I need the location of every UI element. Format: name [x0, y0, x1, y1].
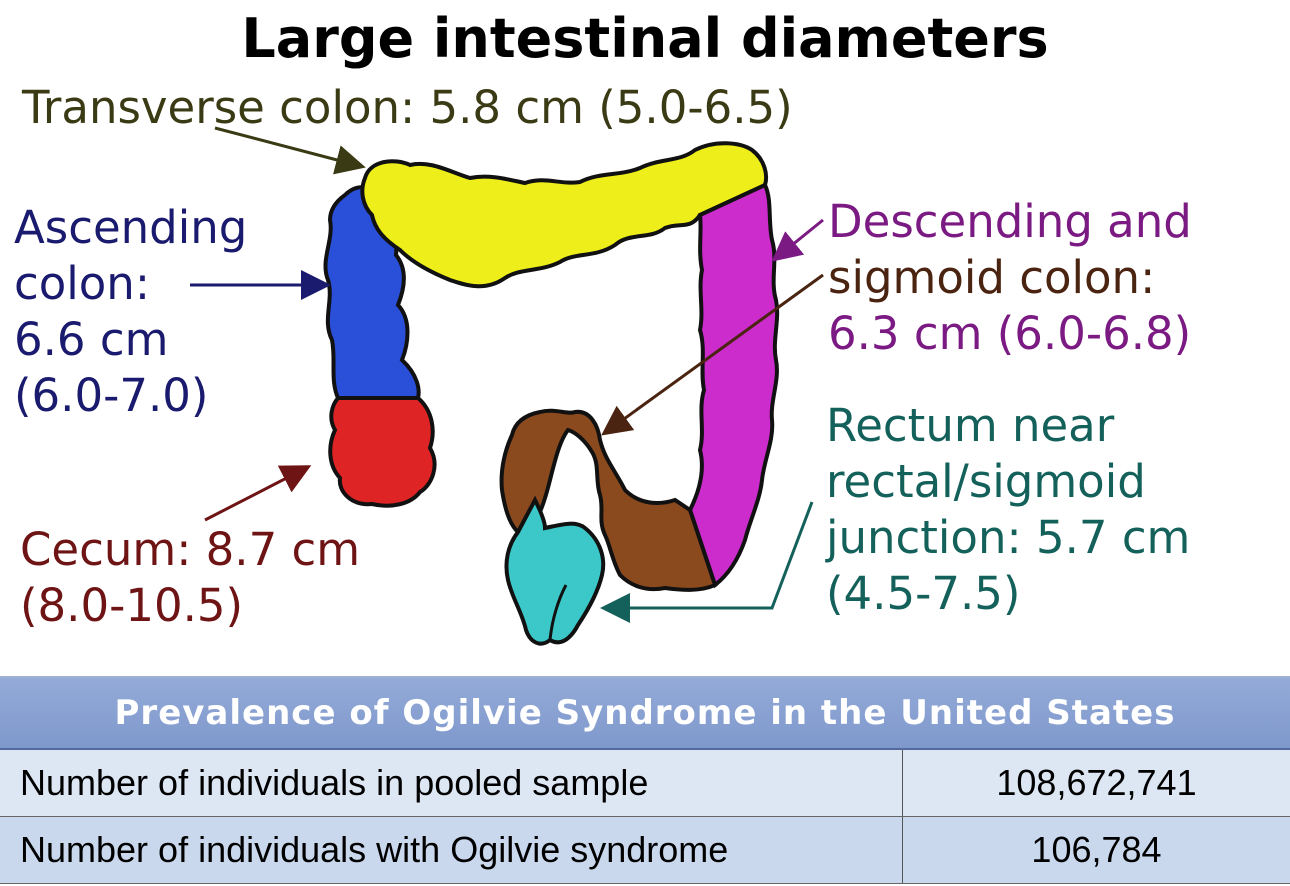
descending-arrow: [771, 218, 824, 262]
table-row: Number of individuals in pooled sample 1…: [0, 750, 1290, 817]
table-row: Number of individuals with Ogilvie syndr…: [0, 817, 1290, 884]
transverse-arrow: [214, 126, 366, 175]
ascending-colon-label: Ascending colon: 6.6 cm (6.0-7.0): [14, 201, 248, 422]
row-value: 106,784: [1031, 829, 1162, 870]
row-label: Number of individuals with Ogilvie syndr…: [0, 817, 903, 883]
sigmoid-arrow: [601, 273, 824, 436]
cecum-label: Cecum: 8.7 cm (8.0-10.5): [20, 523, 361, 632]
descending-colon-segment: [687, 182, 780, 589]
diagram-title: Large intestinal diameters: [241, 7, 1049, 70]
colon-diagram: [190, 126, 824, 646]
transverse-colon-label: Transverse colon: 5.8 cm (5.0-6.5): [22, 81, 793, 134]
descending-sigmoid-label: Descending and sigmoid colon: 6.3 cm (6.…: [828, 195, 1192, 360]
cecum-arrow: [204, 465, 312, 522]
rectum-detail-line: [548, 584, 568, 641]
sigmoid-colon-segment: [499, 408, 718, 592]
cecum-segment: [328, 396, 437, 508]
table-header: Prevalence of Ogilvie Syndrome in the Un…: [0, 678, 1290, 750]
row-value: 108,672,741: [996, 762, 1197, 803]
row-label: Number of individuals in pooled sample: [0, 750, 903, 816]
rectum-segment: [504, 495, 606, 646]
prevalence-table: Prevalence of Ogilvie Syndrome in the Un…: [0, 676, 1290, 886]
rectum-arrow: [600, 501, 814, 623]
rectum-label: Rectum near rectal/sigmoid junction: 5.7…: [826, 399, 1191, 620]
